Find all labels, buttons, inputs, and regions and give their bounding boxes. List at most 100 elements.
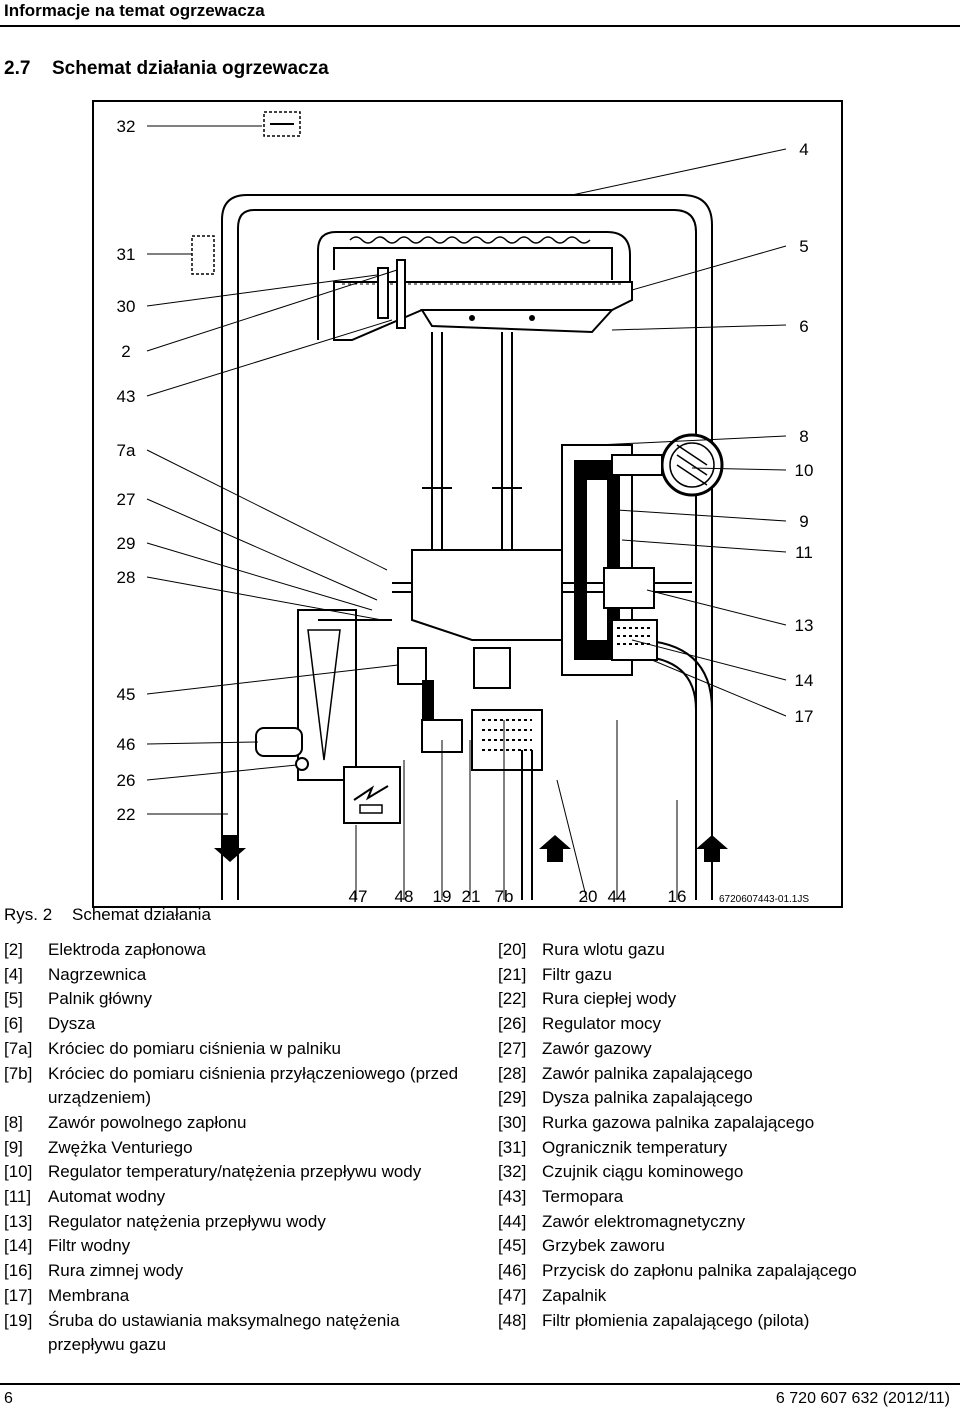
legend-key: [45] xyxy=(498,1236,527,1256)
legend-key: [32] xyxy=(498,1162,527,1182)
legend-item: [31] Ogranicznik temperatury xyxy=(498,1136,948,1161)
legend-key: [31] xyxy=(498,1137,527,1157)
label-left: 22 xyxy=(117,805,136,824)
label-left: 43 xyxy=(117,387,136,406)
legend-key: [19] xyxy=(4,1310,33,1330)
legend-text: Króciec do pomiaru ciśnienia przyłączeni… xyxy=(48,1063,459,1108)
section-heading: 2.7 Schemat działania ogrzewacza xyxy=(4,58,329,80)
label-bottom: 7b xyxy=(495,887,514,906)
legend-key: [13] xyxy=(4,1211,33,1231)
label-left: 29 xyxy=(117,534,136,553)
legend-text: Filtr płomienia zapalającego (pilota) xyxy=(542,1310,810,1330)
legend-item: [32]Czujnik ciągu kominowego xyxy=(498,1160,948,1185)
legend-text: Ogranicznik temperatury xyxy=(542,1137,728,1157)
legend-key: [28] xyxy=(498,1063,527,1083)
legend-key: [14] xyxy=(4,1236,33,1256)
legend-key: [20] xyxy=(498,940,527,959)
legend-text: Rura wlotu gazu xyxy=(542,940,665,959)
label-bottom: 21 xyxy=(462,887,481,906)
legend-key: [10] xyxy=(4,1162,33,1182)
legend-item: [30]Rurka gazowa palnika zapalającego xyxy=(498,1111,948,1136)
legend-text: Zwężka Venturiego xyxy=(48,1137,193,1157)
legend-text: Membrana xyxy=(48,1285,130,1305)
legend-text: Zapalnik xyxy=(542,1285,607,1305)
legend-item: [13] Regulator natężenia przepływu wody xyxy=(4,1210,474,1235)
legend-text: Zawór powolnego zapłonu xyxy=(48,1112,247,1132)
legend-item: [10] Regulator temperatury/natężenia prze… xyxy=(4,1160,474,1185)
legend-item: [7b]Króciec do pomiaru ciśnienia przyłąc… xyxy=(4,1062,474,1111)
legend-item: [48]Filtr płomienia zapalającego (pilota… xyxy=(498,1309,948,1334)
label-right: 4 xyxy=(799,140,808,159)
legend-key: [9] xyxy=(4,1137,23,1157)
legend-item: [2] Elektroda zapłonowa xyxy=(4,938,474,963)
label-bottom: 16 xyxy=(668,887,687,906)
legend-item: [6] Dysza xyxy=(4,1012,474,1037)
label-left: 30 xyxy=(117,297,136,316)
label-left: 27 xyxy=(117,490,136,509)
legend-text: Regulator natężenia przepływu wody xyxy=(48,1211,326,1231)
legend-item: [20] Rura wlotu gazu xyxy=(498,938,948,963)
legend-left: [2] Elektroda zapłonowa [4]Nagrzewnica [5… xyxy=(4,938,474,1358)
label-bottom: 47 xyxy=(349,887,368,906)
legend-text: Zawór elektromagnetyczny xyxy=(542,1211,746,1231)
page-header: Informacje na temat ogrzewacza xyxy=(0,0,960,27)
legend-right: [20]Rura wlotu gazu [21]Filtr gazu [22]R… xyxy=(498,938,948,1333)
legend-item: [28] Zawór palnika zapalającego xyxy=(498,1062,948,1087)
legend-text: Elektroda zapłonowa xyxy=(48,940,206,959)
legend-text: Regulator temperatury/natężenia przepływ… xyxy=(48,1162,422,1182)
legend-item: [19] Śruba do ustawiania maksymalnego nat… xyxy=(4,1309,474,1358)
legend-text: Automat wodny xyxy=(48,1187,166,1207)
legend-key: [8] xyxy=(4,1112,23,1132)
legend-key: [27] xyxy=(498,1038,527,1058)
legend-text: Regulator mocy xyxy=(542,1014,662,1034)
label-right: 17 xyxy=(795,707,814,726)
legend-key: [5] xyxy=(4,989,23,1009)
legend-key: [16] xyxy=(4,1261,33,1281)
legend-item: [5]Palnik główny xyxy=(4,987,474,1012)
drawing-code: 6720607443-01.1JS xyxy=(719,894,809,905)
figure-caption: Rys. 2 Schemat działania xyxy=(4,905,211,925)
legend-key: [11] xyxy=(4,1187,32,1207)
legend-text: Przycisk do zapłonu palnika zapalającego xyxy=(542,1261,857,1281)
legend-item: [8] Zawór powolnego zapłonu xyxy=(4,1111,474,1136)
legend-key: [46] xyxy=(498,1261,527,1281)
legend-key: [7a] xyxy=(4,1038,33,1058)
legend-key: [4] xyxy=(4,964,23,984)
legend-item: [27]Zawór gazowy xyxy=(498,1037,948,1062)
legend-key: [43] xyxy=(498,1187,527,1207)
legend-item: [45]Grzybek zaworu xyxy=(498,1234,948,1259)
label-left: 26 xyxy=(117,771,136,790)
section-number: 2.7 xyxy=(4,58,31,79)
label-bottom: 48 xyxy=(395,887,414,906)
legend-item: [43]Termopara xyxy=(498,1185,948,1210)
legend-key: [22] xyxy=(498,989,527,1009)
page-number: 6 xyxy=(4,1390,13,1407)
legend-text: Śruba do ustawiania maksymalnego natężen… xyxy=(48,1310,400,1355)
footer-rule xyxy=(0,1383,960,1385)
header-rule xyxy=(0,25,960,27)
legend-item: [14] Filtr wodny xyxy=(4,1234,474,1259)
legend-text: Zawór palnika zapalającego xyxy=(542,1063,753,1083)
legend-key: [6] xyxy=(4,1014,23,1034)
caption-text: Schemat działania xyxy=(72,905,211,924)
label-right: 9 xyxy=(799,512,808,531)
legend-key: [47] xyxy=(498,1285,527,1305)
legend-item: [22]Rura ciepłej wody xyxy=(498,987,948,1012)
label-right: 13 xyxy=(795,616,814,635)
legend-item: [16] Rura zimnej wody xyxy=(4,1259,474,1284)
label-right: 8 xyxy=(799,427,808,446)
legend-item: [4]Nagrzewnica xyxy=(4,963,474,988)
label-right: 5 xyxy=(799,237,808,256)
caption-prefix: Rys. 2 xyxy=(4,905,53,924)
section-title: Schemat działania ogrzewacza xyxy=(52,58,329,79)
legend-key: [2] xyxy=(4,940,23,959)
label-right: 14 xyxy=(795,671,814,690)
legend-text: Filtr wodny xyxy=(48,1236,131,1256)
legend-item: [11] Automat wodny xyxy=(4,1185,474,1210)
legend-key: [29] xyxy=(498,1088,527,1108)
legend-item: [21]Filtr gazu xyxy=(498,963,948,988)
legend-text: Rura zimnej wody xyxy=(48,1261,184,1281)
legend-text: Dysza palnika zapalającego xyxy=(542,1088,753,1108)
legend-text: Rurka gazowa palnika zapalającego xyxy=(542,1112,815,1132)
legend-text: Dysza xyxy=(48,1014,96,1034)
